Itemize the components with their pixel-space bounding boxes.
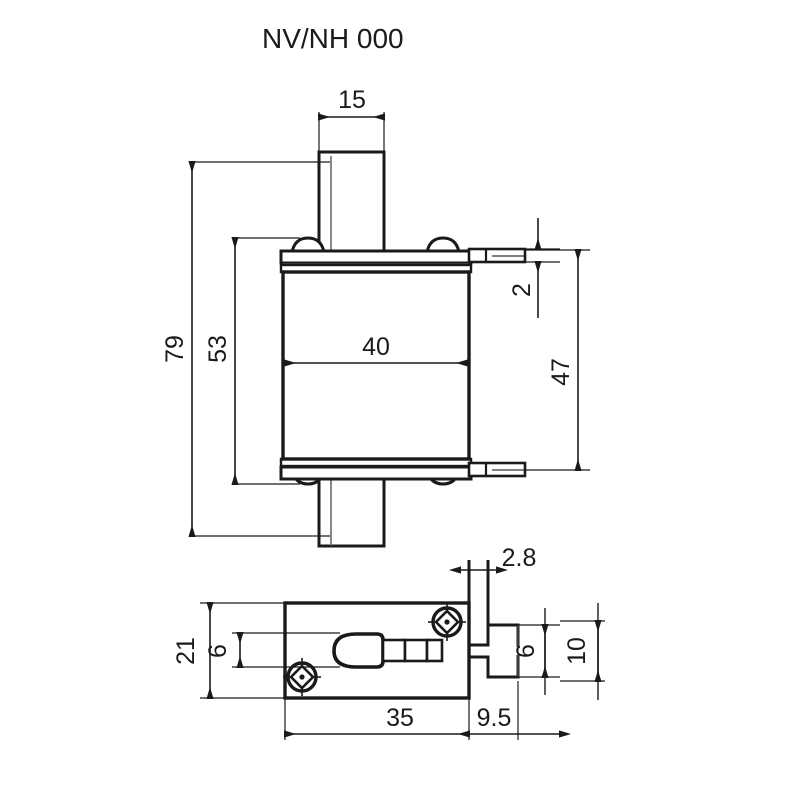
screw-head-bottom-icon xyxy=(283,658,321,696)
dim-blade-thickness: 2 xyxy=(508,283,536,297)
striker-pin-icon xyxy=(332,632,444,669)
bottom-view-dimensions: 21 6 2.8 6 10 xyxy=(172,544,605,740)
top-contact-plate xyxy=(279,249,473,274)
bottom-view xyxy=(283,560,520,700)
dim-blade-reach: 9.5 xyxy=(477,704,512,732)
page-title: NV/NH 000 xyxy=(262,23,404,54)
front-view xyxy=(279,150,527,548)
top-blade xyxy=(317,150,386,258)
dim-contact-span: 47 xyxy=(547,358,575,386)
dim-blade-tab-thickness: 2.8 xyxy=(502,544,537,572)
dim-side-height: 21 xyxy=(172,637,200,665)
dim-body-depth: 35 xyxy=(386,704,414,732)
dim-blade-width: 15 xyxy=(338,86,366,114)
fuse-body-front xyxy=(281,270,471,461)
dim-body-width: 40 xyxy=(362,333,390,361)
dim-blade-total-height: 10 xyxy=(563,637,591,665)
dim-pin-height: 6 xyxy=(204,644,232,658)
bottom-blade-tab-right xyxy=(467,461,527,478)
bottom-contact-plate xyxy=(279,457,473,481)
dim-blade-tab-height: 6 xyxy=(512,644,540,658)
screw-boss-top-left xyxy=(290,236,326,254)
screw-boss-top-right xyxy=(425,236,461,254)
front-view-dimensions: 15 79 53 40 2 47 xyxy=(161,86,590,537)
dim-overall-height: 79 xyxy=(161,335,189,363)
dim-body-height: 53 xyxy=(204,335,232,363)
top-blade-tab-right xyxy=(467,247,527,264)
screw-head-top-icon xyxy=(428,603,466,641)
